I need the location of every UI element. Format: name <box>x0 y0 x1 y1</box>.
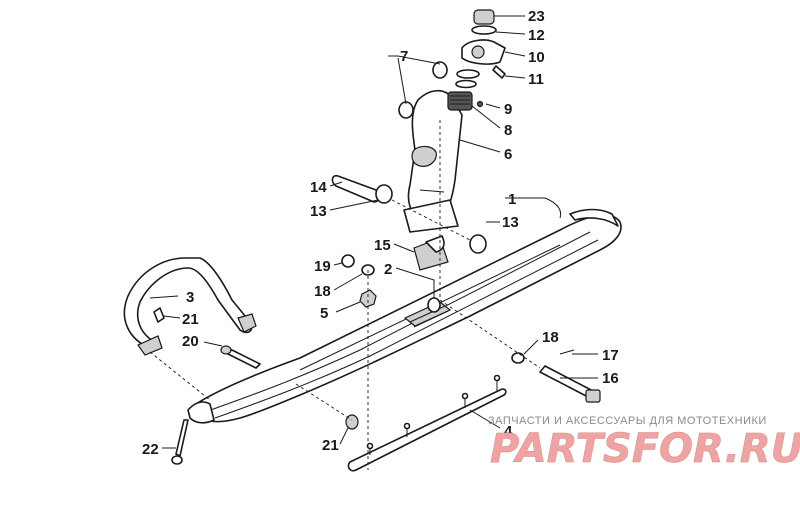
callout-3: 3 <box>186 289 194 306</box>
callout-13a: 13 <box>310 203 327 220</box>
callout-21b: 21 <box>322 437 339 454</box>
callout-14: 14 <box>310 179 327 196</box>
callout-2: 2 <box>384 261 392 278</box>
callout-22: 22 <box>142 441 159 458</box>
callout-4: 4 <box>504 423 513 440</box>
callout-18b: 18 <box>542 329 559 346</box>
watermark-caption: ЗАПЧАСТИ И АКСЕССУАРЫ ДЛЯ МОТОТЕХНИКИ <box>488 415 767 427</box>
callout-6: 6 <box>504 146 512 163</box>
callout-15: 15 <box>374 237 391 254</box>
watermark: ЗАПЧАСТИ И АКСЕССУАРЫ ДЛЯ МОТОТЕХНИКИ PA… <box>488 415 800 472</box>
callout-13b: 13 <box>502 214 519 231</box>
callout-7: 7 <box>400 48 408 65</box>
centerlines <box>149 120 541 470</box>
callout-1: 1 <box>508 191 516 208</box>
callout-17: 17 <box>602 347 619 364</box>
callout-9: 9 <box>504 101 512 118</box>
callout-11: 11 <box>528 71 544 88</box>
callout-10: 10 <box>528 49 545 66</box>
leader-lines <box>149 15 598 449</box>
callout-18a: 18 <box>314 283 331 300</box>
callout-23: 23 <box>528 8 545 25</box>
watermark-brand: PARTSFOR.RU <box>490 426 800 472</box>
callout-5: 5 <box>320 305 328 322</box>
callouts: 23 12 10 11 7 9 8 6 14 13 1 13 15 19 2 1… <box>142 8 619 458</box>
ski-handle <box>123 257 257 356</box>
callout-20: 20 <box>182 333 199 350</box>
wear-bar <box>347 374 507 472</box>
callout-16: 16 <box>602 370 619 387</box>
callout-19: 19 <box>314 258 331 275</box>
callout-12: 12 <box>528 27 545 44</box>
bushings <box>331 61 487 271</box>
callout-8: 8 <box>504 122 512 139</box>
steering-arm <box>455 9 506 89</box>
spindle <box>403 89 473 233</box>
callout-21a: 21 <box>182 311 199 328</box>
